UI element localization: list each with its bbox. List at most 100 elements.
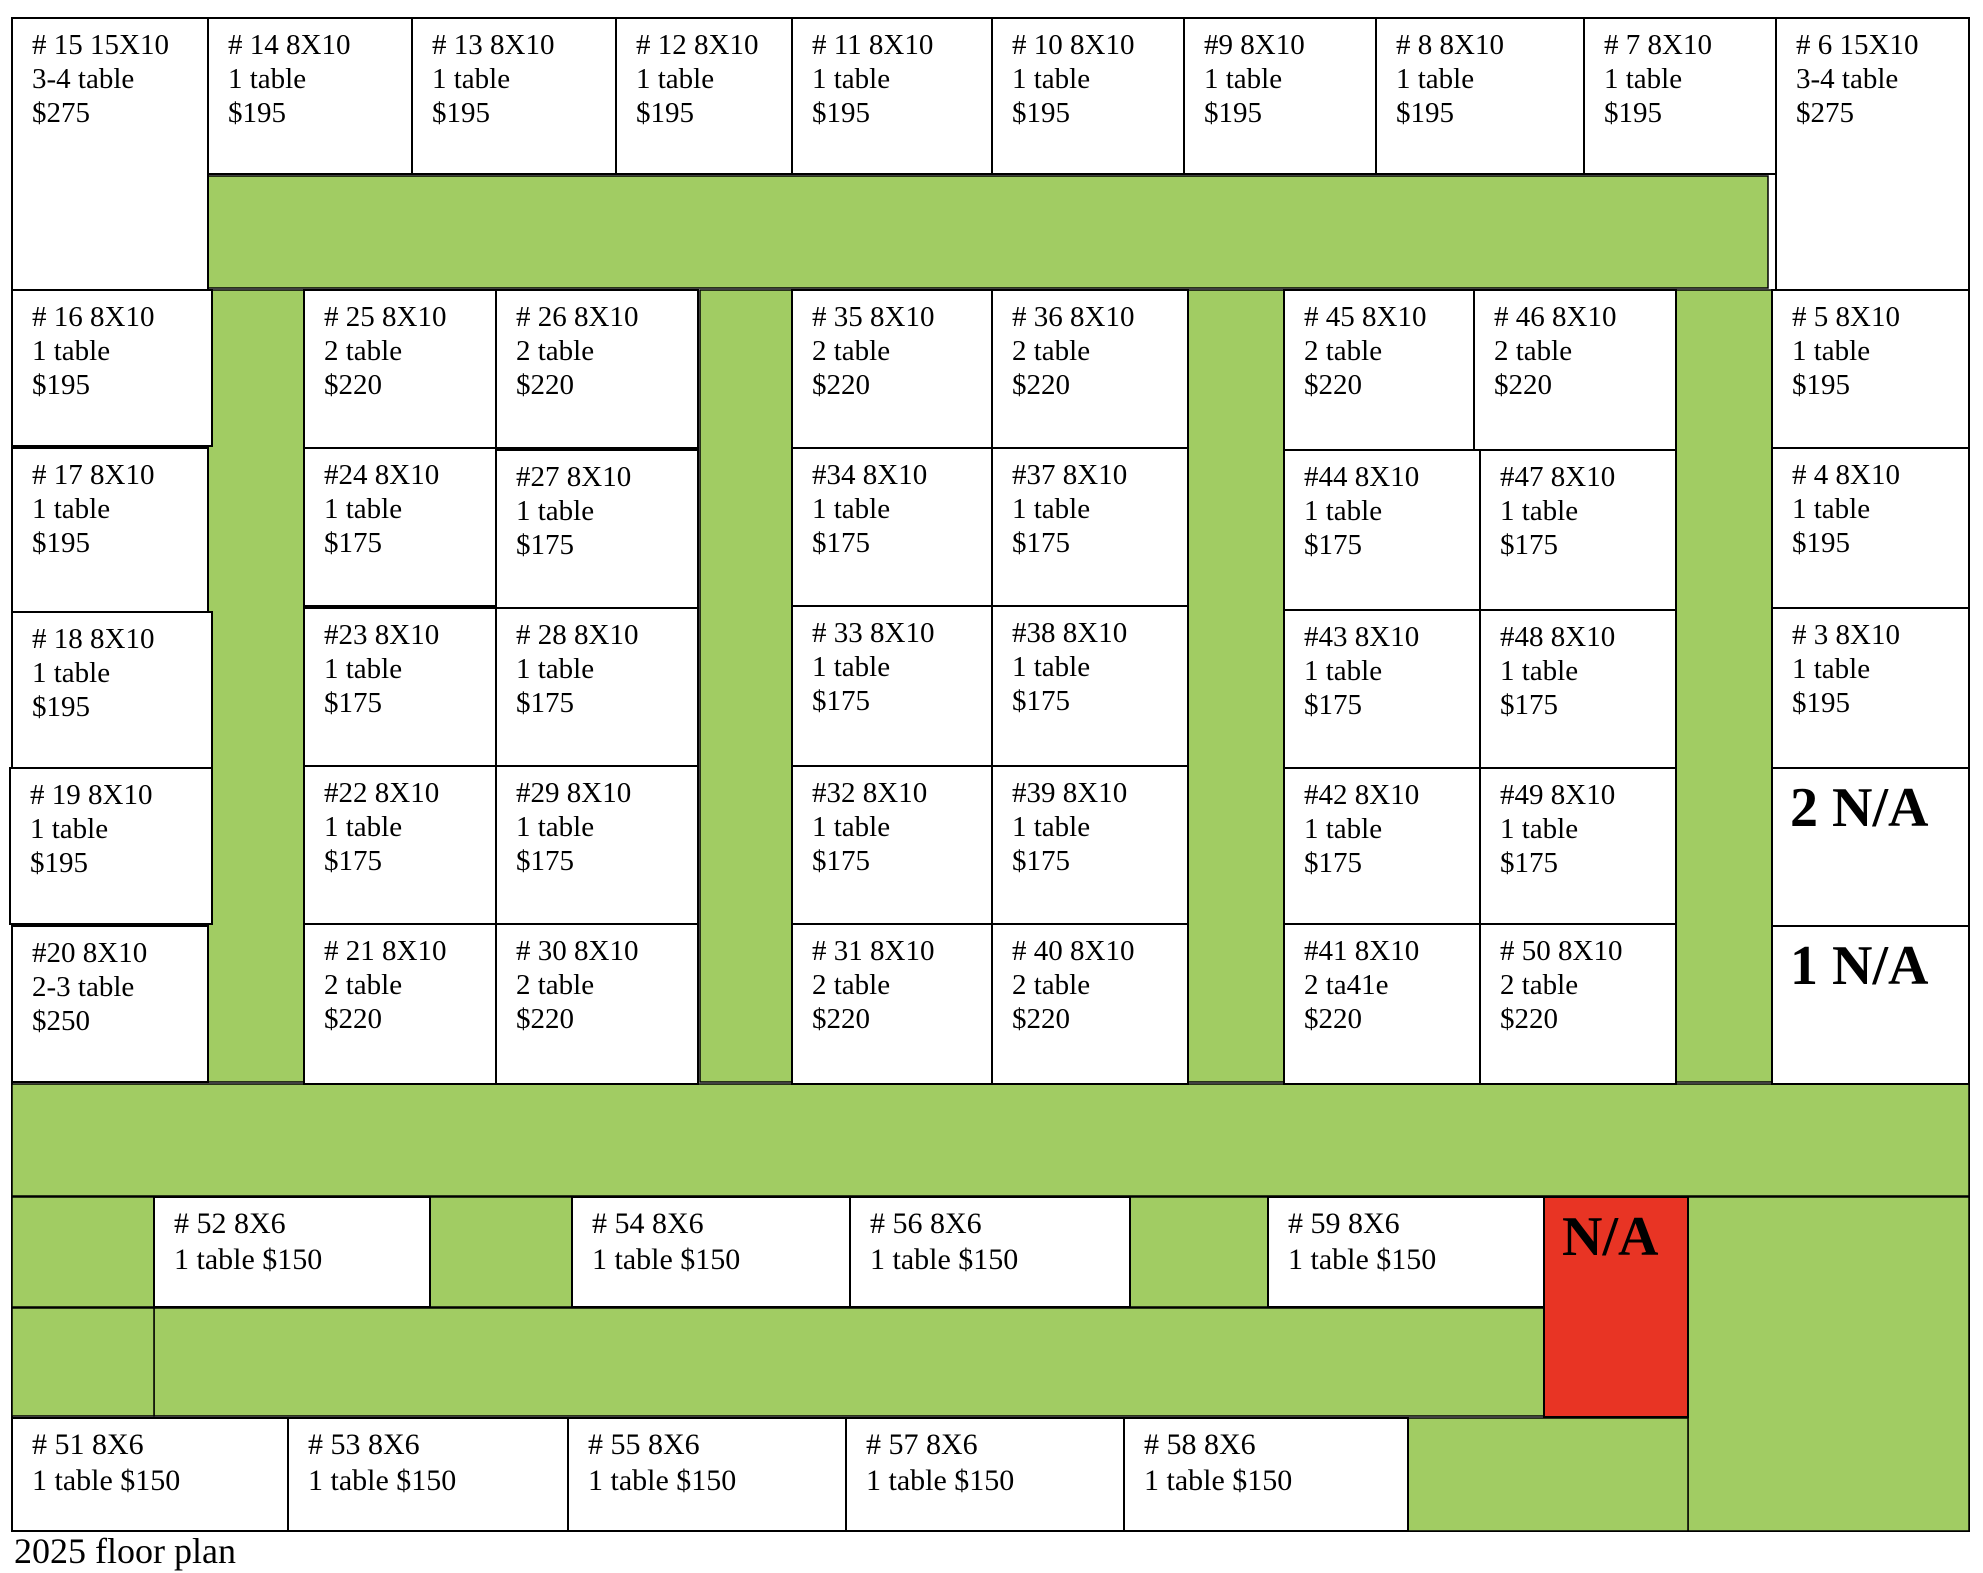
- aisle: [699, 289, 793, 1083]
- aisle: [153, 1307, 1549, 1417]
- booth-19-line-3: $195: [30, 847, 88, 879]
- booth-18-line-2: 1 table: [32, 657, 110, 689]
- booth-21-line-2: 2 table: [324, 969, 402, 1001]
- booth-27-line-2: 1 table: [516, 495, 594, 527]
- booth-47-box: [1479, 449, 1677, 611]
- booth-5-line-2: 1 table: [1792, 335, 1870, 367]
- booth-20-line-3: $250: [32, 1005, 90, 1037]
- booth-47-line-2: 1 table: [1500, 495, 1578, 527]
- booth-37-line-1: #37 8X10: [1012, 459, 1127, 491]
- booth-28-line-2: 1 table: [516, 653, 594, 685]
- booth-50-line-3: $220: [1500, 1003, 1558, 1035]
- booth-12-line-3: $195: [636, 97, 694, 129]
- booth-5-box: [1771, 289, 1970, 449]
- booth-57-line-1: # 57 8X6: [866, 1428, 978, 1461]
- booth-40-line-1: # 40 8X10: [1012, 935, 1134, 967]
- booth-15-line-2: 3-4 table: [32, 63, 134, 95]
- booth-45-line-1: # 45 8X10: [1304, 301, 1426, 333]
- booth-50-box: [1479, 923, 1677, 1085]
- booth-35-line-1: # 35 8X10: [812, 301, 934, 333]
- booth-49-line-1: #49 8X10: [1500, 779, 1615, 811]
- booth-17-box: [11, 447, 209, 613]
- booth-13-line-1: # 13 8X10: [432, 29, 554, 61]
- booth-21-line-3: $220: [324, 1003, 382, 1035]
- booth-38-line-1: #38 8X10: [1012, 617, 1127, 649]
- booth-32-line-1: #32 8X10: [812, 777, 927, 809]
- booth-53-line-2: 1 table $150: [308, 1464, 456, 1497]
- booth-42-box: [1283, 767, 1481, 925]
- booth-30-line-2: 2 table: [516, 969, 594, 1001]
- booth-5-line-1: # 5 8X10: [1792, 301, 1900, 333]
- booth-34-line-3: $175: [812, 527, 870, 559]
- booth-42-line-1: #42 8X10: [1304, 779, 1419, 811]
- booth-47-line-1: #47 8X10: [1500, 461, 1615, 493]
- booth-24-box: [303, 447, 497, 607]
- booth-23-line-2: 1 table: [324, 653, 402, 685]
- booth-42-line-2: 1 table: [1304, 813, 1382, 845]
- booth-14-line-2: 1 table: [228, 63, 306, 95]
- booth-43-line-1: #43 8X10: [1304, 621, 1419, 653]
- booth-46-line-1: # 46 8X10: [1494, 301, 1616, 333]
- booth-8-box: [1375, 17, 1585, 175]
- booth-4-line-2: 1 table: [1792, 493, 1870, 525]
- booth-28-line-1: # 28 8X10: [516, 619, 638, 651]
- booth-7-line-3: $195: [1604, 97, 1662, 129]
- booth-54-box: [571, 1196, 851, 1308]
- booth-15-box: [11, 17, 209, 291]
- booth-48-line-3: $175: [1500, 689, 1558, 721]
- booth-11-line-2: 1 table: [812, 63, 890, 95]
- booth-21-box: [303, 923, 497, 1085]
- aisle: [11, 1307, 155, 1417]
- booth-44-box: [1283, 449, 1481, 611]
- booth-33-line-2: 1 table: [812, 651, 890, 683]
- booth-22-line-2: 1 table: [324, 811, 402, 843]
- booth-29-box: [495, 765, 699, 925]
- booth-11-line-1: # 11 8X10: [812, 29, 933, 61]
- booth-54-line-1: # 54 8X6: [592, 1207, 704, 1240]
- unavailable-1-label: 1 N/A: [1790, 935, 1929, 997]
- booth-31-line-3: $220: [812, 1003, 870, 1035]
- booth-55-line-2: 1 table $150: [588, 1464, 736, 1497]
- booth-51-box: [11, 1417, 289, 1532]
- booth-58-line-2: 1 table $150: [1144, 1464, 1292, 1497]
- booth-6-line-2: 3-4 table: [1796, 63, 1898, 95]
- booth-16-box: [11, 289, 213, 447]
- booth-20-box: [11, 925, 209, 1083]
- booth-52-line-1: # 52 8X6: [174, 1207, 286, 1240]
- booth-56-line-2: 1 table $150: [870, 1243, 1018, 1276]
- booth-9-line-2: 1 table: [1204, 63, 1282, 95]
- booth-41-line-2: 2 ta41e: [1304, 969, 1389, 1001]
- booth-35-box: [791, 289, 993, 449]
- booth-3-line-2: 1 table: [1792, 653, 1870, 685]
- booth-41-line-1: #41 8X10: [1304, 935, 1419, 967]
- booth-8-line-3: $195: [1396, 97, 1454, 129]
- booth-36-line-2: 2 table: [1012, 335, 1090, 367]
- unavailable-red-box: [1543, 1196, 1689, 1418]
- booth-27-line-1: #27 8X10: [516, 461, 631, 493]
- booth-9-box: [1183, 17, 1377, 175]
- booth-27-line-3: $175: [516, 529, 574, 561]
- booth-32-line-3: $175: [812, 845, 870, 877]
- booth-35-line-2: 2 table: [812, 335, 890, 367]
- booth-39-line-2: 1 table: [1012, 811, 1090, 843]
- booth-35-line-3: $220: [812, 369, 870, 401]
- aisle: [1675, 289, 1773, 1083]
- booth-8-line-1: # 8 8X10: [1396, 29, 1504, 61]
- booth-17-line-1: # 17 8X10: [32, 459, 154, 491]
- booth-29-line-3: $175: [516, 845, 574, 877]
- booth-36-line-1: # 36 8X10: [1012, 301, 1134, 333]
- aisle: [207, 289, 305, 1083]
- booth-29-line-2: 1 table: [516, 811, 594, 843]
- booth-10-box: [991, 17, 1185, 175]
- booth-40-line-2: 2 table: [1012, 969, 1090, 1001]
- booth-59-box: [1267, 1196, 1545, 1308]
- booth-50-line-2: 2 table: [1500, 969, 1578, 1001]
- booth-30-line-3: $220: [516, 1003, 574, 1035]
- booth-59-line-2: 1 table $150: [1288, 1243, 1436, 1276]
- booth-51-line-1: # 51 8X6: [32, 1428, 144, 1461]
- booth-55-line-1: # 55 8X6: [588, 1428, 700, 1461]
- booth-13-box: [411, 17, 617, 175]
- booth-34-line-2: 1 table: [812, 493, 890, 525]
- unavailable-1-box: [1771, 925, 1970, 1085]
